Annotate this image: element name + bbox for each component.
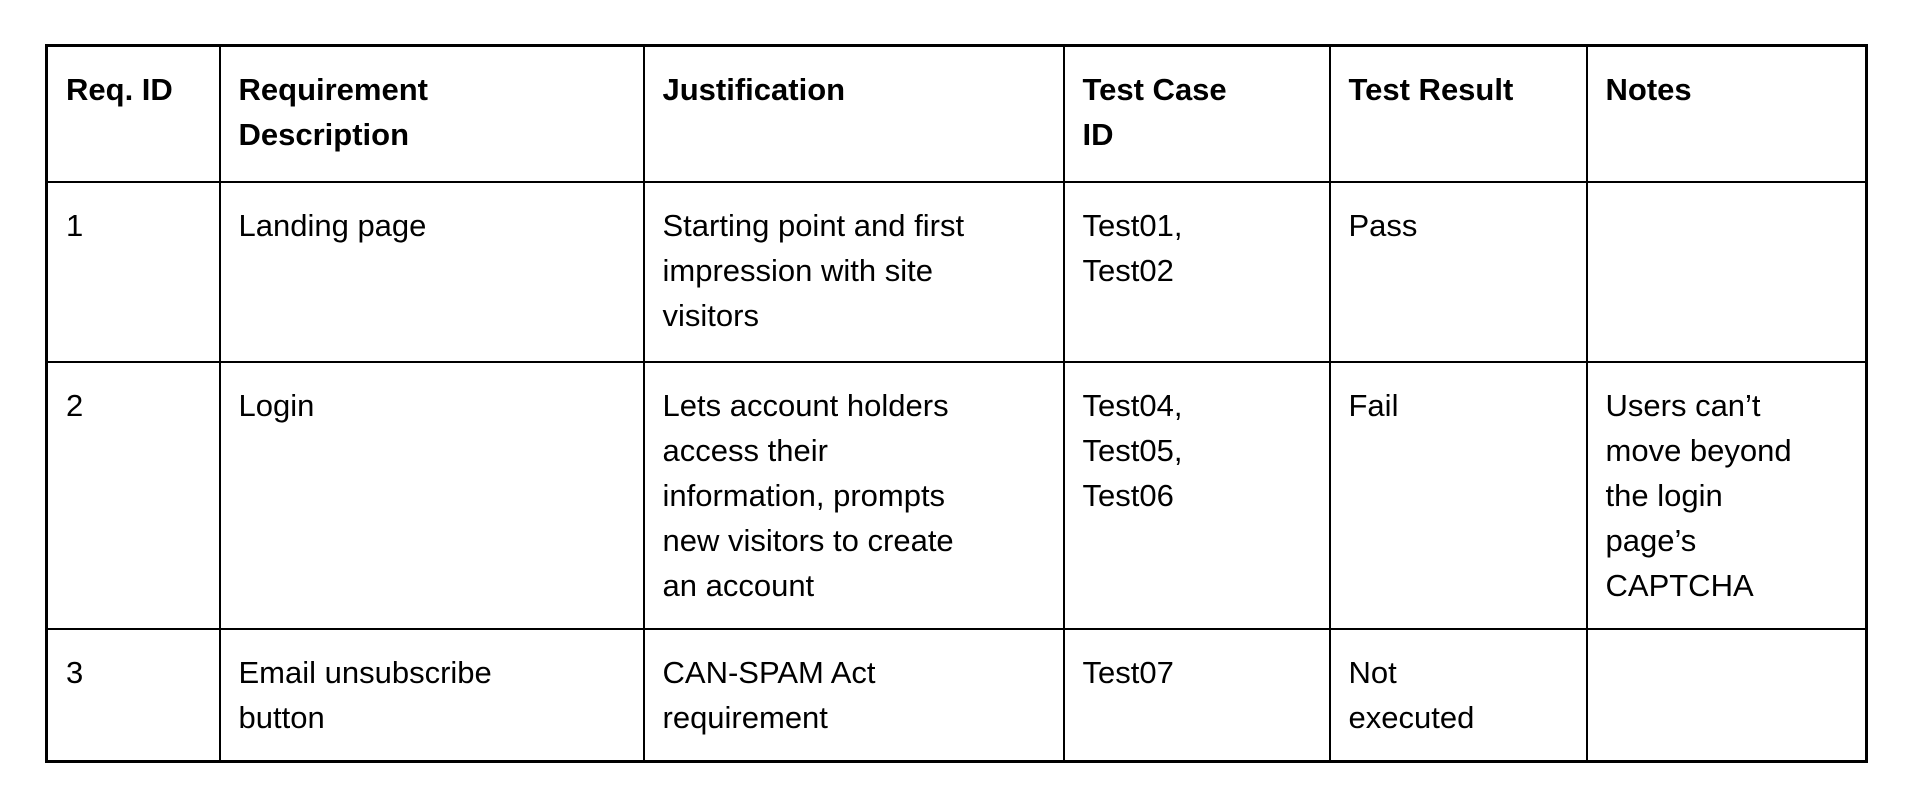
cell-notes: Users can’t move beyond the login page’s… <box>1585 360 1868 630</box>
table-row: 3 Email unsubscribe button CAN-SPAM Act … <box>45 627 1868 762</box>
column-header-req-id: Req. ID <box>45 44 221 183</box>
requirements-table: Req. ID Requirement Description Justific… <box>45 44 1868 763</box>
cell-description: Landing page <box>218 180 645 363</box>
cell-test-case-id: Test04, Test05, Test06 <box>1062 360 1331 630</box>
cell-req-id: 2 <box>45 360 221 630</box>
cell-justification: Lets account holders access their inform… <box>642 360 1065 630</box>
cell-description: Login <box>218 360 645 630</box>
table-row: 1 Landing page Starting point and first … <box>45 180 1868 363</box>
cell-test-case-id: Test07 <box>1062 627 1331 762</box>
cell-test-result: Not executed <box>1328 627 1588 762</box>
cell-description: Email unsubscribe button <box>218 627 645 762</box>
column-header-notes: Notes <box>1585 44 1868 183</box>
cell-justification: CAN-SPAM Act requirement <box>642 627 1065 762</box>
column-header-test-case-id: Test Case ID <box>1062 44 1331 183</box>
cell-notes <box>1585 180 1868 363</box>
column-header-justification: Justification <box>642 44 1065 183</box>
cell-req-id: 3 <box>45 627 221 762</box>
column-header-test-result: Test Result <box>1328 44 1588 183</box>
table-row: 2 Login Lets account holders access thei… <box>45 360 1868 630</box>
cell-test-result: Pass <box>1328 180 1588 363</box>
cell-test-result: Fail <box>1328 360 1588 630</box>
header-row: Req. ID Requirement Description Justific… <box>45 44 1868 183</box>
cell-test-case-id: Test01, Test02 <box>1062 180 1331 363</box>
cell-notes <box>1585 627 1868 762</box>
cell-justification: Starting point and first impression with… <box>642 180 1065 363</box>
column-header-description: Requirement Description <box>218 44 645 183</box>
cell-req-id: 1 <box>45 180 221 363</box>
